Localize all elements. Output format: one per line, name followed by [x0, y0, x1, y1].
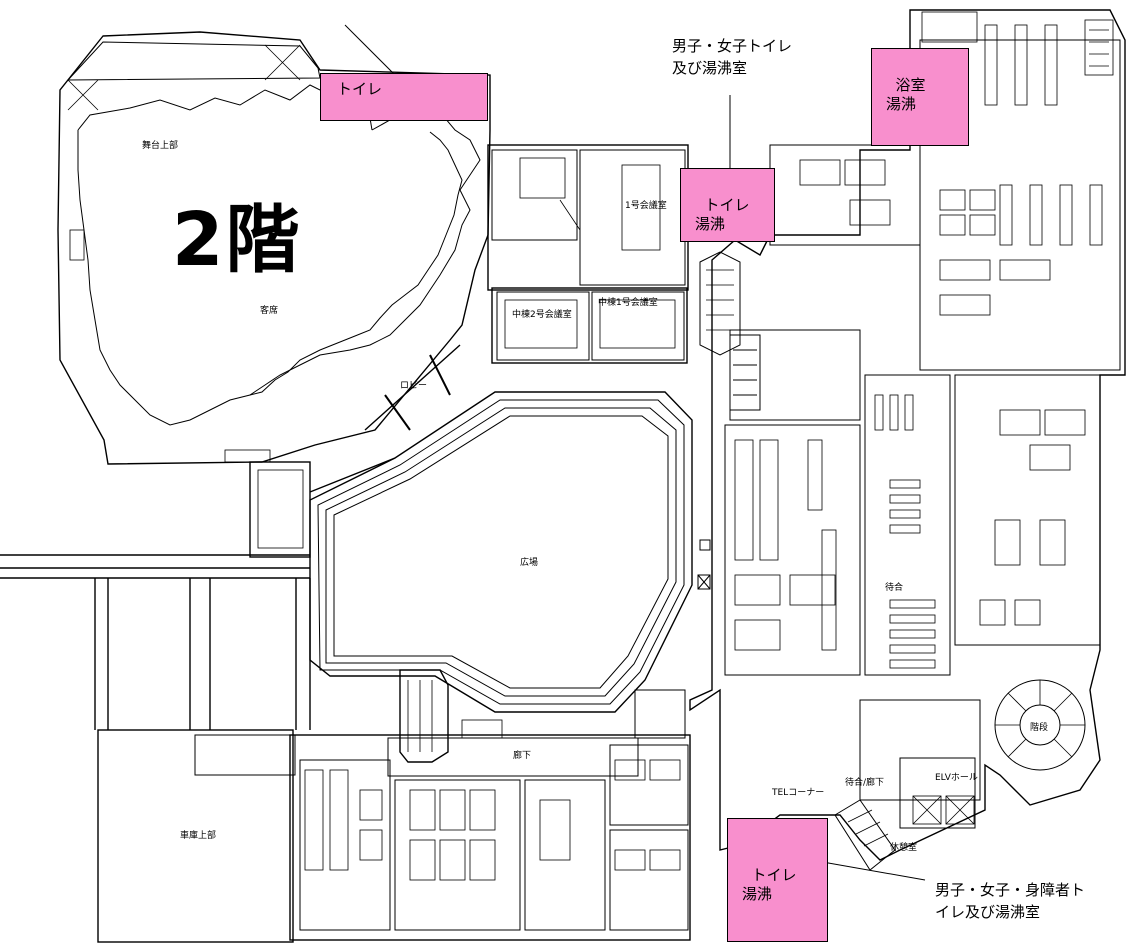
- toilet-box-topleft-label: トイレ: [337, 80, 383, 98]
- toilet-box-topleft: トイレ: [320, 73, 488, 121]
- callout-top-center: 男子・女子トイレ 及び湯沸室: [672, 37, 793, 77]
- walkways: [0, 554, 311, 943]
- room-corridor: 廊下: [513, 751, 532, 761]
- toilet-box-center: トイレ 湯沸: [680, 168, 775, 242]
- lobby-walls: [364, 344, 461, 431]
- floor-label: 2階: [172, 197, 302, 283]
- toilet-box-bottom-label: トイレ 湯沸: [742, 865, 797, 903]
- room-wait-corridor: 待合/廊下: [845, 778, 885, 788]
- east-building: [689, 9, 1126, 871]
- room-garage-upper: 車庫上部: [180, 831, 217, 841]
- room-stairs: 階段: [1030, 723, 1049, 733]
- room-audience: 客席: [260, 306, 279, 316]
- room-lobby: ロビー: [400, 381, 428, 391]
- room-kyukei: 休憩室: [890, 843, 918, 853]
- plaza: [309, 391, 693, 713]
- room-plaza: 広場: [520, 558, 539, 568]
- left-annex: [249, 461, 311, 558]
- room-tel-corner: TELコーナー: [772, 788, 825, 798]
- room-mid2: 中棟2号会議室: [512, 310, 572, 320]
- bottom-building: [289, 669, 691, 941]
- stair-shafts: [697, 334, 761, 590]
- furniture: [304, 24, 1103, 881]
- callout-bottom-right: 男子・女子・身障者ト イレ及び湯沸室: [935, 881, 1086, 921]
- bath-box-topright: 浴室 湯沸: [871, 48, 969, 146]
- room-mid1: 中棟1号会議室: [598, 298, 658, 308]
- bath-box-topright-label: 浴室 湯沸: [886, 75, 926, 113]
- room-meeting1: 1号会議室: [625, 201, 667, 211]
- theater-building: [57, 31, 491, 465]
- room-wait: 待合: [885, 583, 904, 593]
- toilet-box-bottom: トイレ 湯沸: [727, 818, 828, 942]
- toilet-box-center-label: トイレ 湯沸: [695, 195, 750, 233]
- room-stage-upper: 舞台上部: [142, 141, 179, 151]
- conference-block: [487, 144, 689, 364]
- room-elv-hall: ELVホール: [935, 773, 978, 783]
